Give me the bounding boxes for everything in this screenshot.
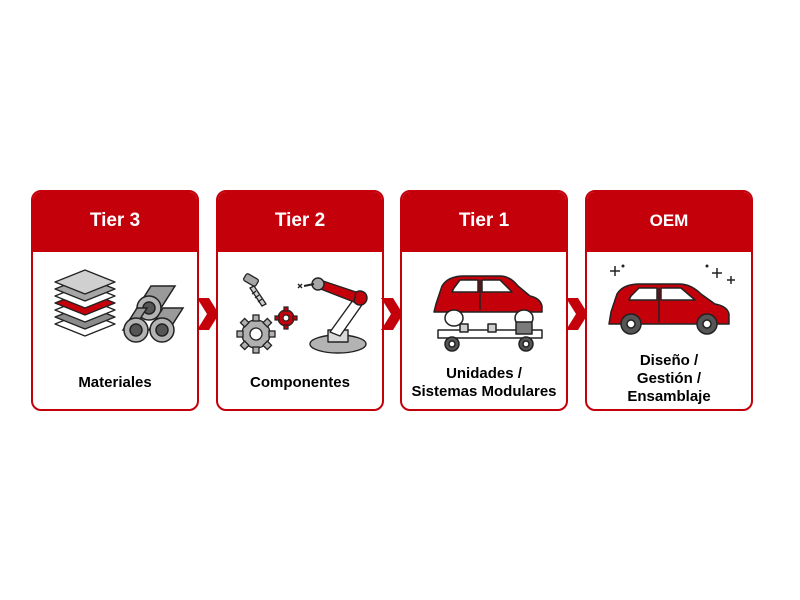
stage-label: Componentes xyxy=(218,374,382,392)
car-chassis-icon xyxy=(402,262,566,362)
stage-label-line: Diseño / xyxy=(639,352,699,369)
stage-title: OEM xyxy=(587,192,751,252)
stage-card-oem: OEM xyxy=(585,190,753,411)
stage-card-tier-2: Tier 2 xyxy=(216,190,384,411)
stage-label-line: Unidades / xyxy=(446,365,522,382)
stage-label-line: Gestión / xyxy=(636,370,702,387)
stage-card-tier-1: Tier 1 xyxy=(400,190,568,411)
flow-arrow xyxy=(566,298,588,330)
materials-icon xyxy=(33,262,197,362)
stage-title: Tier 1 xyxy=(402,192,566,252)
flow-arrow xyxy=(197,298,219,330)
stage-title: Tier 2 xyxy=(218,192,382,252)
stage-title: Tier 3 xyxy=(33,192,197,252)
stage-label-line: Componentes xyxy=(249,374,350,391)
flow-arrow xyxy=(381,298,403,330)
components-icon xyxy=(218,262,382,362)
stage-label: Diseño / Gestión / Ensamblaje xyxy=(587,352,751,406)
stage-label-line: Sistemas Modulares xyxy=(411,383,557,400)
stage-label: Unidades / Sistemas Modulares xyxy=(402,365,566,401)
stage-label-line: Ensamblaje xyxy=(627,388,711,405)
finished-car-icon xyxy=(587,262,751,362)
stage-card-tier-3: Tier 3 xyxy=(31,190,199,411)
stage-label: Materiales xyxy=(33,374,197,392)
stage-label-line: Materiales xyxy=(78,374,152,391)
